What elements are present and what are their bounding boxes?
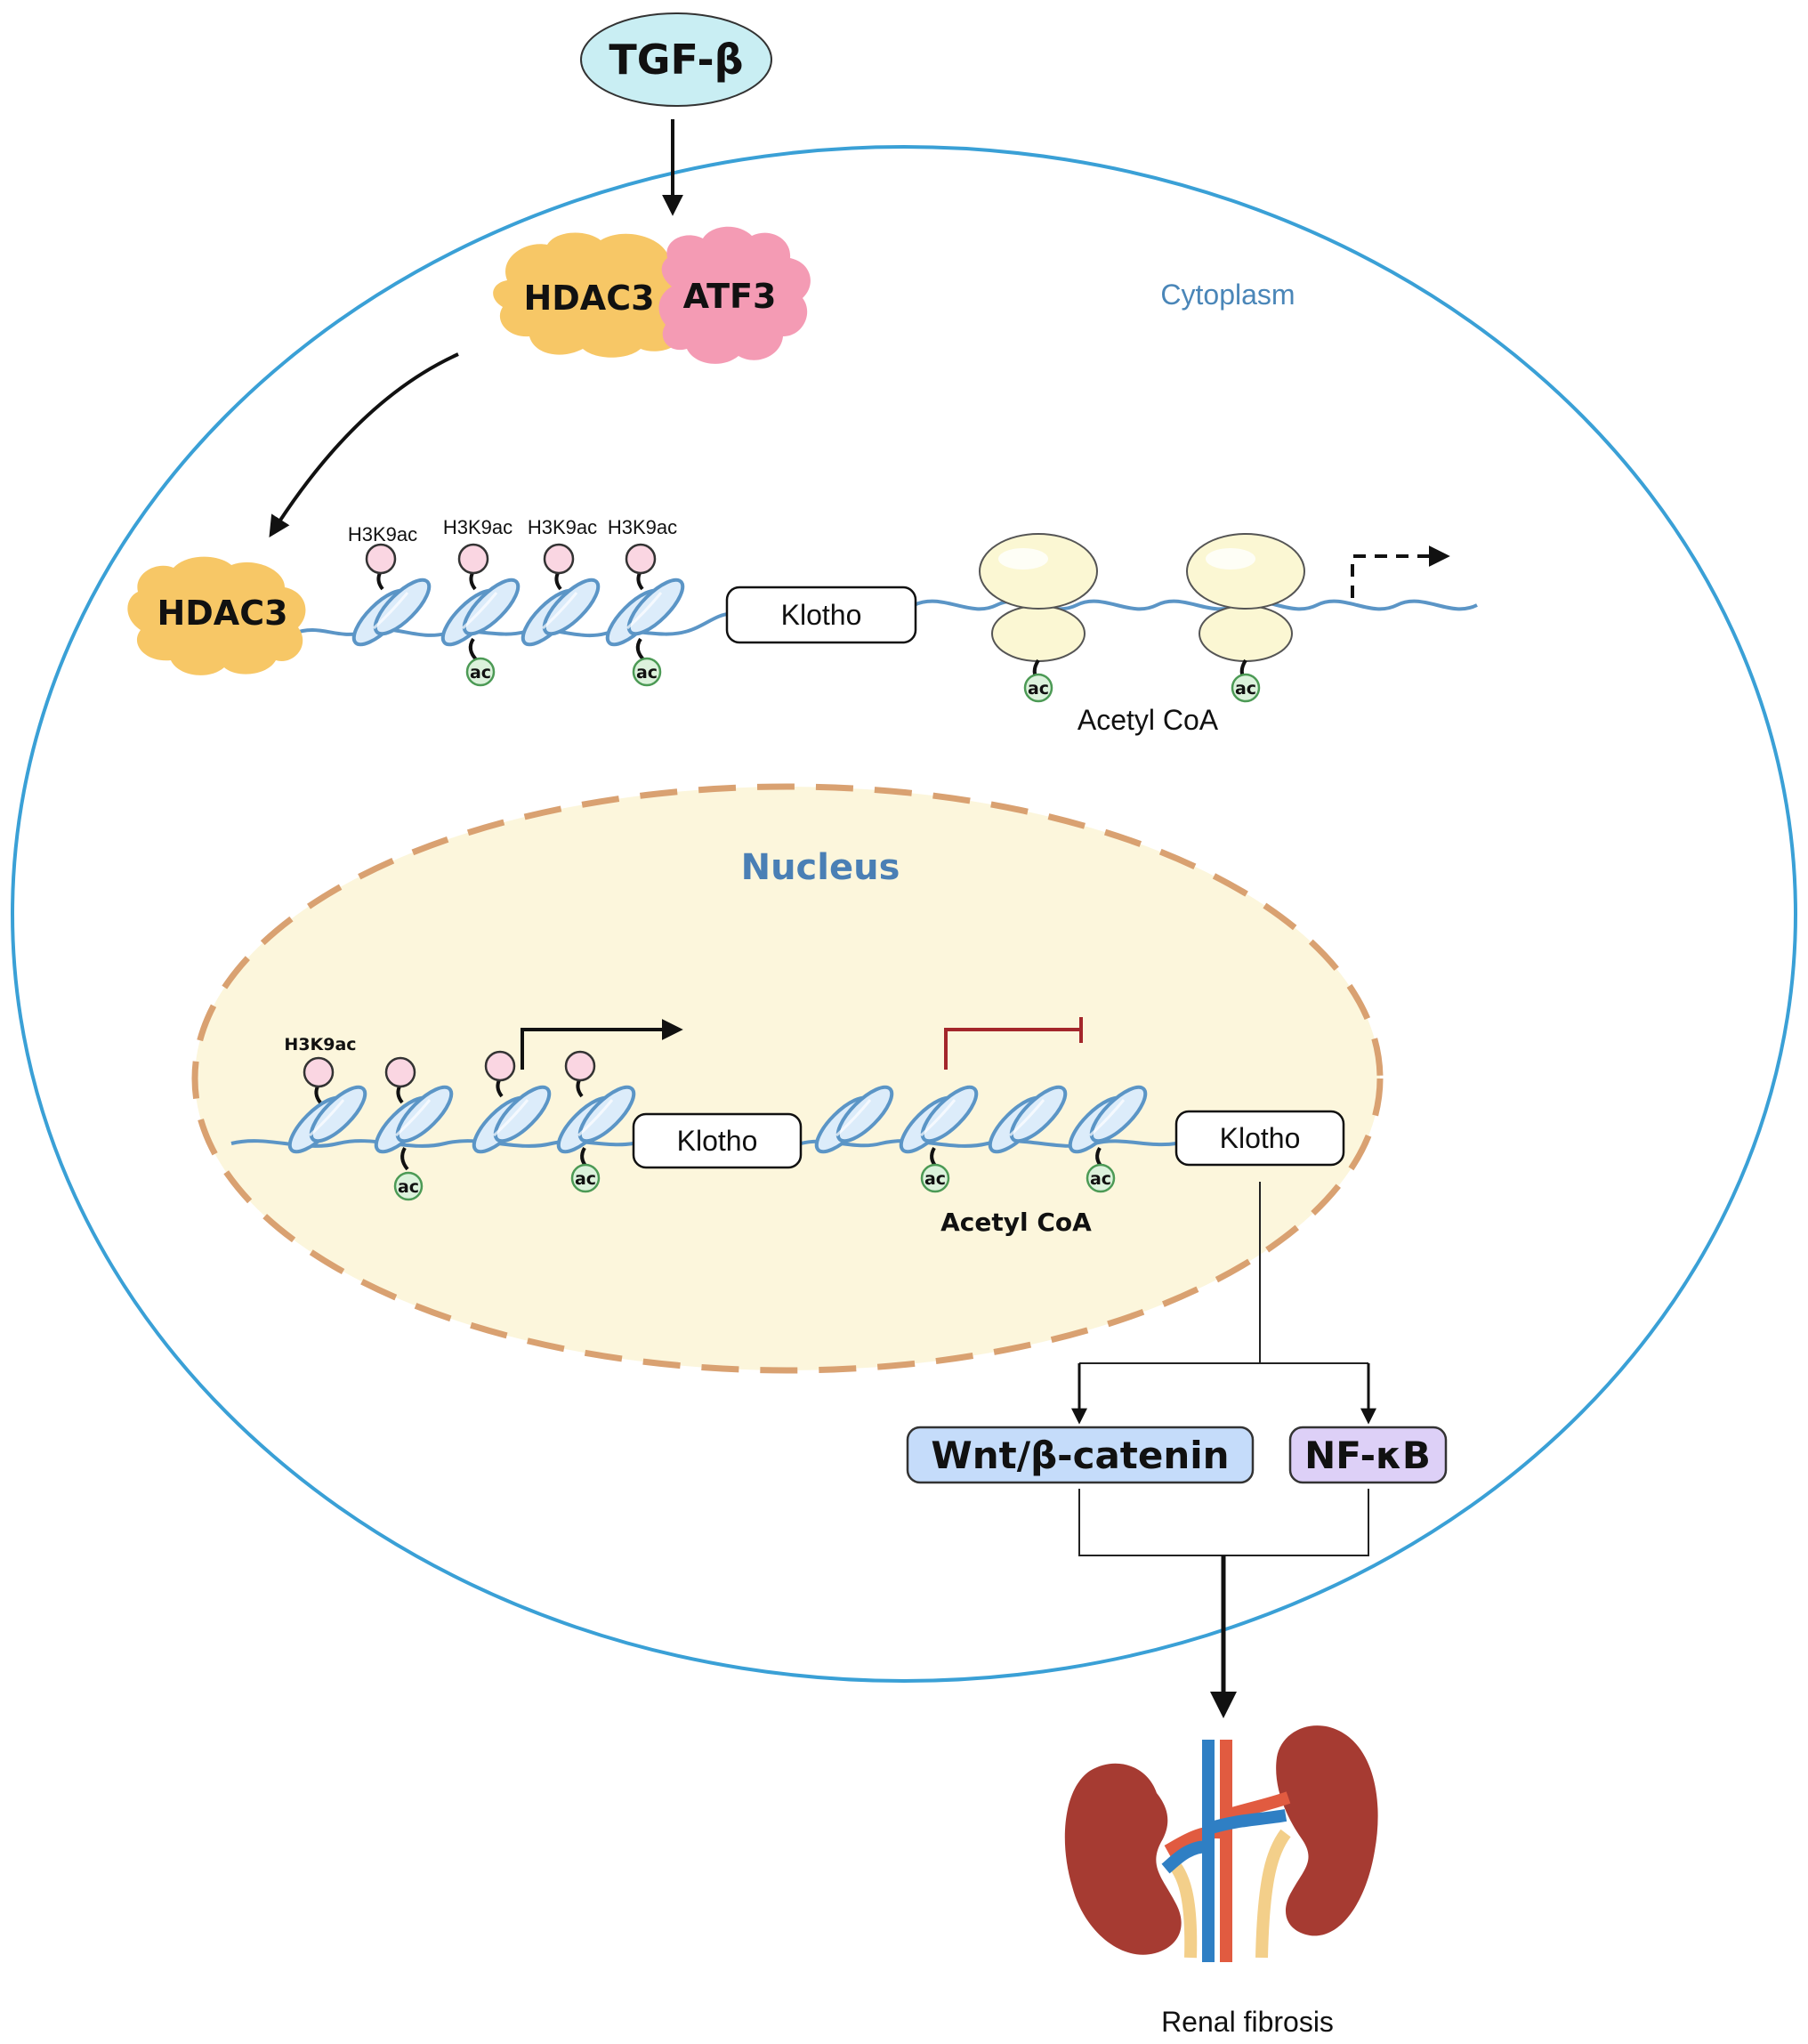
nuc-ac-mark-2: ac bbox=[570, 1146, 601, 1193]
acetyl-coa-nuc-label: Acetyl CoA bbox=[940, 1208, 1092, 1237]
nuc-h3k9ac-label: H3K9ac bbox=[284, 1035, 356, 1054]
ac-label: ac bbox=[1090, 1169, 1111, 1189]
right-kidney bbox=[1276, 1725, 1378, 1936]
ac-label: ac bbox=[1028, 679, 1049, 699]
ac-label: ac bbox=[575, 1169, 596, 1189]
ac-label: ac bbox=[470, 663, 491, 683]
top-histone-3 bbox=[513, 570, 608, 654]
top-h3k9ac-mark-3 bbox=[543, 543, 575, 591]
top-ac-mark-1: ac bbox=[465, 637, 496, 687]
ac-label: ac bbox=[924, 1169, 946, 1189]
renal-fibrosis-label: Renal fibrosis bbox=[1161, 2006, 1334, 2038]
top-h3k9ac-label-1: H3K9ac bbox=[348, 523, 417, 545]
top-histone-2 bbox=[433, 570, 528, 654]
klotho-nuc-label-2: Klotho bbox=[1220, 1122, 1301, 1154]
hdac3-complex-label: HDAC3 bbox=[523, 279, 654, 318]
wnt-label: Wnt/β-catenin bbox=[931, 1434, 1229, 1477]
transcription-dashed-arrow bbox=[1351, 545, 1450, 598]
renal-artery bbox=[1164, 1740, 1291, 1962]
klotho-top-box bbox=[725, 586, 917, 644]
hdac3-atf3-complex: HDAC3 ATF3 bbox=[493, 226, 811, 364]
top-h3k9ac-mark-2 bbox=[457, 543, 489, 591]
atf3-label: ATF3 bbox=[683, 277, 777, 316]
hdac3-free-blob bbox=[127, 556, 306, 675]
wnt-box bbox=[906, 1426, 1255, 1484]
klotho-nuc-label-1: Klotho bbox=[677, 1125, 758, 1157]
top-h3k9ac-mark-1 bbox=[365, 543, 397, 591]
cytoplasm-label: Cytoplasm bbox=[1160, 279, 1295, 311]
hdac3-curved-arrow bbox=[269, 352, 459, 538]
top-h3k9ac-label-2: H3K9ac bbox=[443, 516, 513, 538]
merge-connector bbox=[1078, 1489, 1369, 1556]
ac-label: ac bbox=[636, 663, 658, 683]
klotho-nuc-box-2 bbox=[1174, 1110, 1345, 1167]
inhibition-bar bbox=[944, 1017, 1083, 1070]
nuc-ac-mark-1: ac bbox=[393, 1146, 424, 1201]
right-ureter bbox=[1255, 1829, 1291, 1959]
nuc-ac-mark-4: ac bbox=[1086, 1146, 1116, 1193]
nucleus-envelope bbox=[191, 783, 1384, 1374]
tgf-beta-ligand bbox=[580, 12, 772, 107]
nfkb-label: NF-κB bbox=[1304, 1434, 1431, 1477]
tgf-beta-label: TGF-β bbox=[609, 36, 743, 84]
hdac3-blob bbox=[493, 232, 704, 358]
activation-arrow bbox=[521, 1019, 683, 1070]
nuc-ac-mark-3: ac bbox=[920, 1146, 950, 1193]
acetyl-coa-top-label: Acetyl CoA bbox=[1078, 704, 1219, 736]
ac-label: ac bbox=[1235, 679, 1256, 699]
ribosome-2: ac bbox=[1186, 533, 1305, 703]
nucleus-label: Nucleus bbox=[741, 847, 900, 888]
top-histone-1 bbox=[344, 570, 439, 654]
top-h3k9ac-mark-4 bbox=[625, 543, 657, 591]
klotho-nuc-box-1 bbox=[632, 1112, 803, 1169]
klotho-top-label: Klotho bbox=[781, 599, 862, 631]
top-h3k9ac-label-3: H3K9ac bbox=[528, 516, 597, 538]
hdac3-free-label: HDAC3 bbox=[157, 594, 287, 633]
renal-vein bbox=[1161, 1740, 1287, 1962]
kidney-illustration bbox=[1064, 1725, 1378, 1962]
ribosome-1: ac bbox=[979, 533, 1098, 703]
cell-membrane bbox=[11, 145, 1797, 1683]
top-histone-4 bbox=[598, 570, 692, 654]
left-kidney bbox=[1064, 1763, 1182, 1955]
top-ac-mark-2: ac bbox=[632, 637, 662, 687]
ac-label: ac bbox=[398, 1177, 419, 1197]
nfkb-box bbox=[1288, 1426, 1448, 1484]
hdac3-free: HDAC3 bbox=[127, 556, 306, 675]
top-h3k9ac-label-4: H3K9ac bbox=[608, 516, 677, 538]
atf3-blob bbox=[658, 226, 811, 364]
